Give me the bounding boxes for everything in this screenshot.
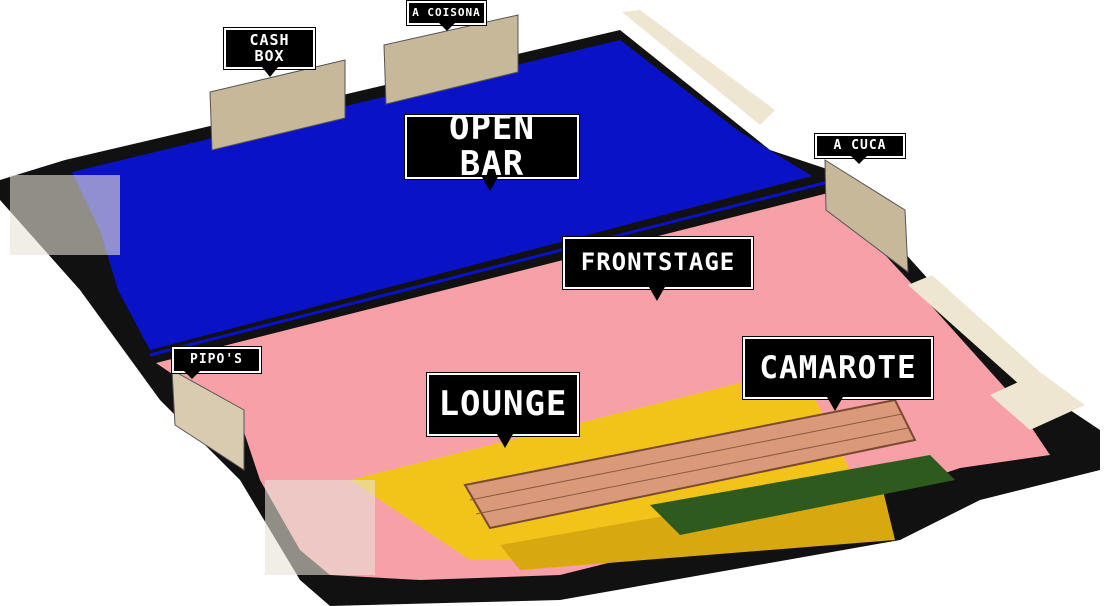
label-text: FRONTSTAGE (580, 248, 736, 277)
label-open-bar: OPEN BAR (404, 110, 580, 191)
label-text: CASH BOX (249, 30, 290, 65)
label-a-coisona: A COISONA (406, 0, 487, 31)
label-text: PIPO'S (190, 352, 243, 368)
tent-row-right (908, 275, 1040, 385)
tent-row-top (622, 10, 775, 125)
label-text: OPEN BAR (449, 108, 535, 184)
side-lounge-bottom-left (265, 480, 375, 575)
zone-open-bar[interactable] (72, 40, 812, 350)
divider-stripe (149, 180, 829, 357)
garden-area (650, 455, 955, 535)
a-coisona-building (383, 14, 519, 105)
zone-camarote[interactable] (463, 398, 917, 530)
label-text: CAMAROTE (759, 349, 917, 386)
label-lounge: LOUNGE (426, 372, 580, 448)
cash-box-building (209, 59, 346, 151)
label-text: LOUNGE (438, 383, 568, 424)
label-text: A CUCA (833, 138, 887, 154)
label-pipos: PIPO'S (171, 346, 262, 379)
a-cuca-building (824, 159, 909, 274)
pipos-building (171, 369, 245, 471)
label-text: A COISONA (412, 6, 481, 20)
tent-corner (990, 372, 1085, 430)
side-lounge-top-left (10, 175, 120, 255)
camarote-grid (469, 413, 909, 515)
label-frontstage: FRONTSTAGE (562, 236, 754, 301)
label-cash-box: CASH BOX (223, 27, 316, 77)
label-a-cuca: A CUCA (814, 133, 906, 164)
label-camarote: CAMAROTE (742, 336, 934, 411)
